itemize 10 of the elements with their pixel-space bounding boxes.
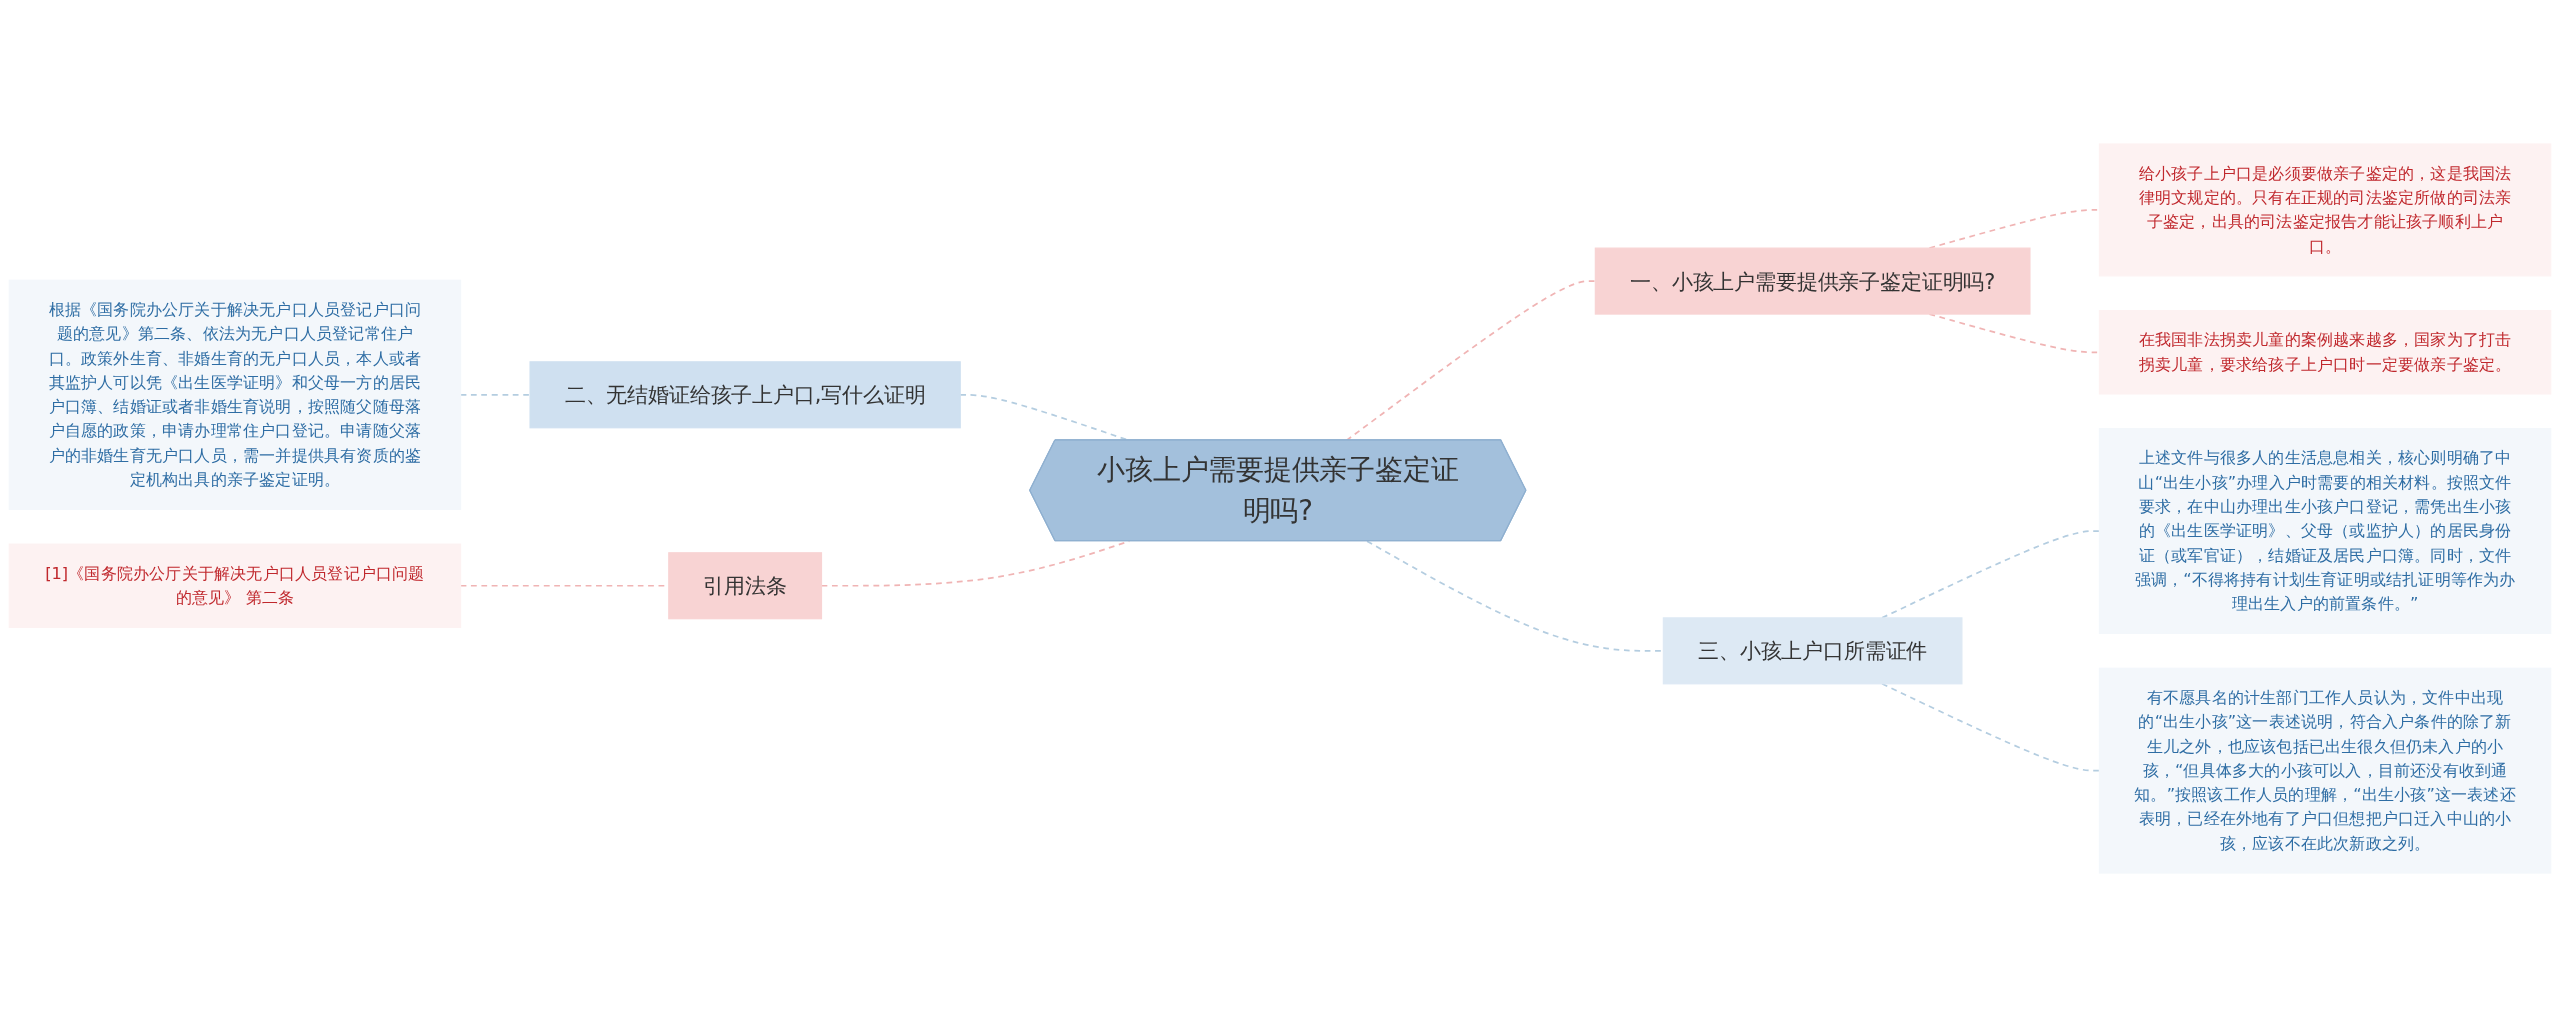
node-box: 上述文件与很多人的生活息息相关，核心则明确了中山“出生小孩”办理入户时需要的相关材料。按照文件要求，在中山办理出生小孩户口登记，需凭出生小孩的《出生医学证明》、父母（或监护人）的居民身份证（或军官证），结婚证及居民户口簿。同时，文件强调，“不得将持有计划生育证明或结扎证明等作为办理出生入户的前置条件。” bbox=[2098, 428, 2552, 635]
node-box: 在我国非法拐卖儿童的案例越来越多，国家为了打击拐卖儿童，要求给孩子上户口时一定要做亲子鉴定。 bbox=[2098, 310, 2552, 395]
node-box: [1]《国务院办公厅关于解决无户口人员登记户口问题的意见》 第二条 bbox=[8, 543, 462, 628]
node-box: 有不愿具名的计生部门工作人员认为，文件中出现的“出生小孩”这一表述说明，符合入户条件的除了新生儿之外，也应该包括已出生很久但仍未入户的小孩，“但具体多大的小孩可以入，目前还没有收到通知。”按照该工作人员的理解，“出生小孩”这一表述还表明，已经在外地有了户口但想把户口迁入中山的小孩，应该不在此次新政之列。 bbox=[2098, 667, 2552, 874]
node-box: 根据《国务院办公厅关于解决无户口人员登记户口问题的意见》第二条、依法为无户口人员登记常住户口。政策外生育、非婚生育的无户口人员，本人或者其监护人可以凭《出生医学证明》和父母一方的居民户口簿、结婚证或者非婚生育说明，按照随父随母落户自愿的政策，申请办理常住户口登记。申请随父落户的非婚生育无户口人员，需一并提供具有资质的鉴定机构出具的亲子鉴定证明。 bbox=[8, 279, 462, 510]
node-box: 二、无结婚证给孩子上户口,写什么证明 bbox=[529, 361, 961, 429]
node-box: 三、小孩上户口所需证件 bbox=[1662, 617, 1963, 685]
node-box: 给小孩子上户口是必须要做亲子鉴定的，这是我国法律明文规定的。只有在正规的司法鉴定所做的司法亲子鉴定，出具的司法鉴定报告才能让孩子顺利上户口。 bbox=[2098, 143, 2552, 277]
node-box: 引用法条 bbox=[668, 552, 823, 620]
node-box: 一、小孩上户需要提供亲子鉴定证明吗? bbox=[1594, 247, 2031, 315]
